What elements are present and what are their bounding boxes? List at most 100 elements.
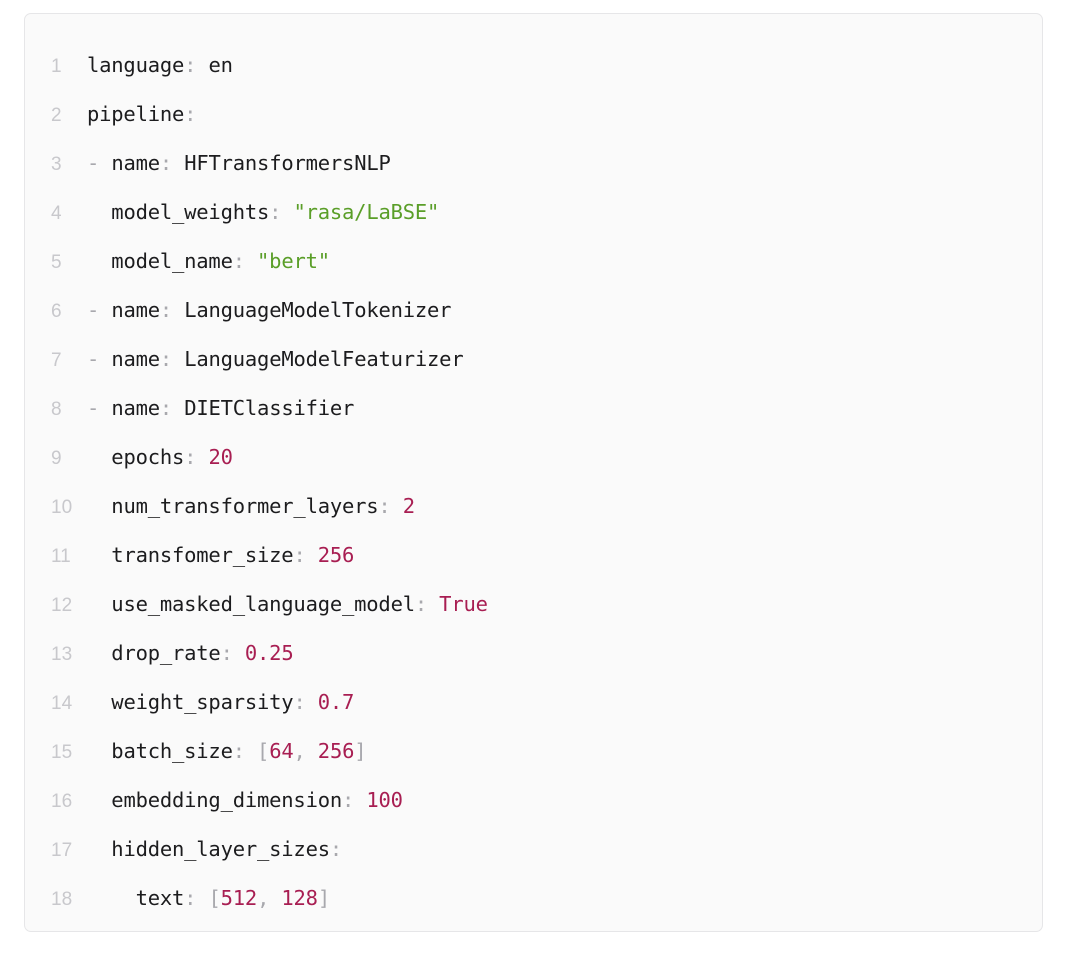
token-punct: :	[232, 739, 245, 763]
token-space	[306, 739, 318, 763]
token-key: weight_sparsity	[111, 690, 294, 714]
code-line: 5 model_name: "bert"	[25, 237, 1042, 286]
token-punct: :	[184, 886, 197, 910]
token-str: "rasa/LaBSE"	[293, 200, 440, 224]
line-number: 10	[51, 497, 73, 518]
token-key: name	[111, 347, 160, 371]
line-number: 12	[51, 595, 73, 616]
token-space	[245, 739, 257, 763]
token-punct: :	[220, 641, 233, 665]
token-key: name	[111, 151, 160, 175]
token-punct: :	[232, 249, 245, 273]
token-punct: :	[342, 788, 355, 812]
line-number: 11	[51, 546, 71, 567]
token-punct: :	[159, 347, 173, 371]
token-key: transfomer_size	[111, 543, 294, 567]
indent	[87, 788, 111, 812]
token-punct: :	[159, 298, 173, 322]
code-line: 14 weight_sparsity: 0.7	[25, 678, 1042, 727]
token-key: epochs	[111, 445, 185, 469]
token-punct: :	[159, 396, 173, 420]
indent	[87, 200, 111, 224]
token-key: hidden_layer_sizes	[111, 837, 330, 861]
code-line: 16 embedding_dimension: 100	[25, 776, 1042, 825]
code-line-content: pipeline:	[87, 90, 1042, 139]
line-number: 6	[51, 301, 62, 322]
token-key: model_weights	[111, 200, 270, 224]
token-bool: True	[439, 592, 488, 616]
token-punct: :	[329, 837, 343, 861]
token-space	[306, 690, 318, 714]
code-line: 10 num_transformer_layers: 2	[25, 482, 1042, 531]
token-space	[99, 151, 111, 175]
token-space	[391, 494, 403, 518]
token-space	[99, 396, 111, 420]
token-punct: ,	[293, 739, 306, 763]
token-plain: LanguageModelFeaturizer	[184, 347, 464, 371]
token-punct: :	[184, 445, 197, 469]
indent	[87, 641, 111, 665]
token-punct: :	[293, 543, 306, 567]
code-line-content: hidden_layer_sizes:	[87, 825, 1042, 874]
token-punct: :	[414, 592, 428, 616]
code-line-content: use_masked_language_model: True	[87, 580, 1042, 629]
token-bracket: ]	[354, 739, 367, 763]
token-punct: ,	[257, 886, 270, 910]
token-key: embedding_dimension	[111, 788, 342, 812]
code-line: 8- name: DIETClassifier	[25, 384, 1042, 433]
indent	[87, 886, 136, 910]
token-key: drop_rate	[111, 641, 221, 665]
code-line-content: drop_rate: 0.25	[87, 629, 1042, 678]
code-line-content: transfomer_size: 256	[87, 531, 1042, 580]
indent	[87, 543, 111, 567]
code-line: 17 hidden_layer_sizes:	[25, 825, 1042, 874]
token-space	[233, 641, 245, 665]
token-space	[245, 249, 257, 273]
code-line: 12 use_masked_language_model: True	[25, 580, 1042, 629]
indent	[87, 494, 111, 518]
token-num: 0.7	[317, 690, 355, 714]
token-bracket: [	[257, 739, 270, 763]
token-num: 2	[402, 494, 415, 518]
indent	[87, 837, 111, 861]
token-space	[427, 592, 439, 616]
line-number: 13	[51, 644, 73, 665]
line-number: 16	[51, 791, 73, 812]
code-line-content: - name: HFTransformersNLP	[87, 139, 1042, 188]
token-space	[172, 396, 184, 420]
token-key: pipeline	[87, 102, 185, 126]
token-key: language	[87, 53, 185, 77]
token-num: 256	[317, 739, 355, 763]
token-num: 20	[208, 445, 233, 469]
code-line-content: model_weights: "rasa/LaBSE"	[87, 188, 1042, 237]
code-line: 18 text: [512, 128]	[25, 874, 1042, 923]
line-number: 18	[51, 889, 73, 910]
line-number: 14	[51, 693, 73, 714]
token-space	[354, 788, 366, 812]
token-bracket: ]	[317, 886, 330, 910]
token-key: name	[111, 396, 160, 420]
token-key: num_transformer_layers	[111, 494, 379, 518]
token-num: 0.25	[244, 641, 294, 665]
token-plain: LanguageModelTokenizer	[184, 298, 452, 322]
token-space	[269, 886, 281, 910]
indent	[87, 445, 111, 469]
line-number: 7	[51, 350, 62, 371]
token-dash: -	[87, 298, 100, 322]
token-key: use_masked_language_model	[111, 592, 415, 616]
token-num: 128	[281, 886, 318, 910]
line-number: 9	[51, 448, 62, 469]
line-number: 4	[51, 203, 62, 224]
token-space	[196, 886, 208, 910]
token-punct: :	[269, 200, 282, 224]
line-number: 8	[51, 399, 62, 420]
token-key: text	[135, 886, 185, 910]
token-plain: en	[208, 53, 233, 77]
token-key: batch_size	[111, 739, 233, 763]
token-space	[196, 53, 208, 77]
code-line: 13 drop_rate: 0.25	[25, 629, 1042, 678]
